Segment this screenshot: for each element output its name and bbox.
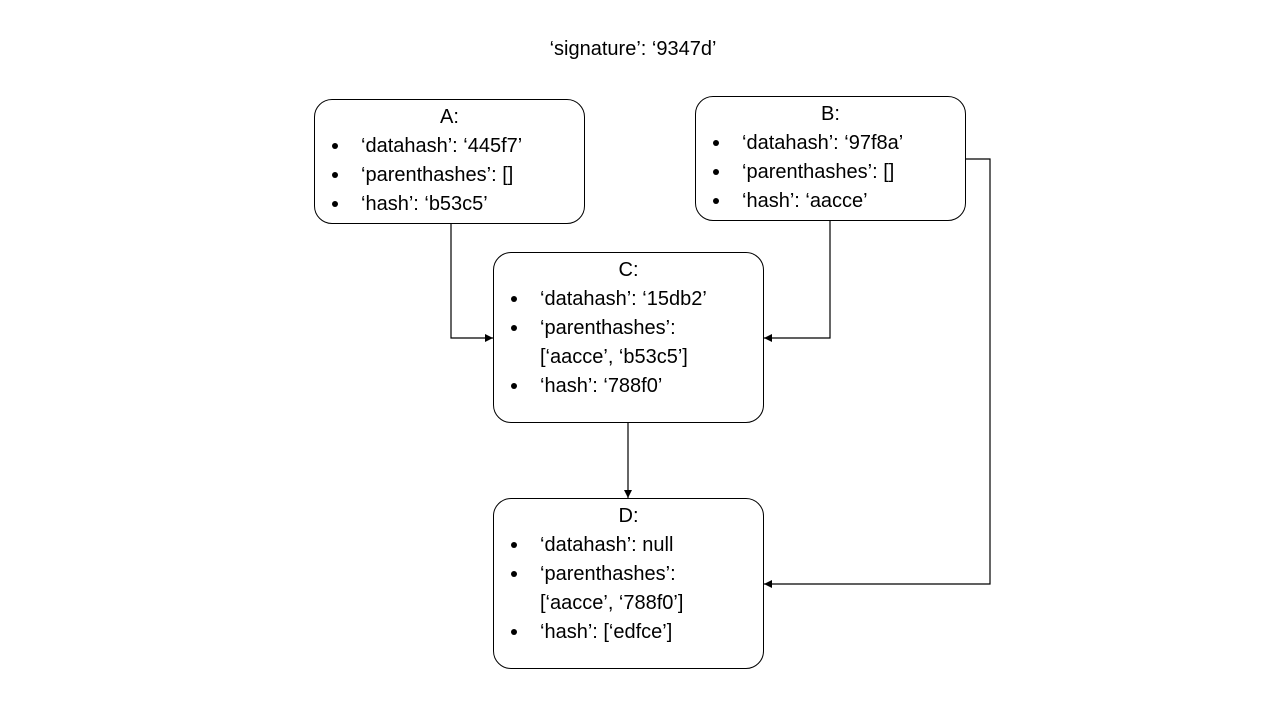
node-c-fields: ‘datahash’: ‘15db2’ ‘parenthashes’: [‘aac… [494, 285, 763, 401]
node-a-title: A: [440, 106, 459, 128]
node-c-title: C: [618, 259, 639, 281]
bullet-icon [332, 172, 338, 178]
node-c-hash-text: ‘hash’: ‘788f0’ [540, 375, 663, 397]
node-a-datahash-text: ‘datahash’: ‘445f7’ [361, 135, 523, 157]
edge-b-to-d [764, 158, 991, 588]
node-a-hash: ‘hash’: ‘b53c5’ [315, 190, 584, 219]
node-b-datahash-text: ‘datahash’: ‘97f8a’ [742, 132, 904, 154]
node-c-datahash: ‘datahash’: ‘15db2’ [494, 285, 763, 314]
node-b-title: B: [821, 103, 840, 125]
node-d-parenthashes-value: [‘aacce’, ‘788f0’] [540, 592, 684, 614]
bullet-icon [713, 140, 719, 146]
bullet-icon [332, 143, 338, 149]
node-d-parenthashes-label: ‘parenthashes’: [540, 563, 676, 585]
node-b-parenthashes-text: ‘parenthashes’: [] [742, 161, 895, 183]
node-d-fields: ‘datahash’: null ‘parenthashes’: [‘aacce’… [494, 531, 763, 647]
node-d-datahash-text: ‘datahash’: null [540, 534, 674, 556]
node-b-hash: ‘hash’: ‘aacce’ [696, 187, 965, 216]
node-d-title: D: [618, 505, 639, 527]
bullet-icon [713, 198, 719, 204]
bullet-icon [332, 201, 338, 207]
node-c-datahash-text: ‘datahash’: ‘15db2’ [540, 288, 707, 310]
node-c-parenthashes-label: ‘parenthashes’: [540, 317, 676, 339]
node-a-parenthashes-text: ‘parenthashes’: [] [361, 164, 514, 186]
node-a-fields: ‘datahash’: ‘445f7’ ‘parenthashes’: [] ‘… [315, 132, 584, 219]
node-a-datahash: ‘datahash’: ‘445f7’ [315, 132, 584, 161]
node-c-hash: ‘hash’: ‘788f0’ [494, 372, 763, 401]
node-c: C: ‘datahash’: ‘15db2’ ‘parenthashes’: [‘… [493, 252, 764, 423]
bullet-icon [511, 629, 517, 635]
node-a-parenthashes: ‘parenthashes’: [] [315, 161, 584, 190]
node-a: A: ‘datahash’: ‘445f7’ ‘parenthashes’: [… [314, 99, 585, 224]
node-b-parenthashes: ‘parenthashes’: [] [696, 158, 965, 187]
edge-b-to-c [764, 221, 831, 342]
bullet-icon [511, 296, 517, 302]
node-b-hash-text: ‘hash’: ‘aacce’ [742, 190, 868, 212]
bullet-icon [511, 571, 517, 577]
signature-label: ‘signature’: ‘9347d’ [549, 38, 717, 60]
bullet-icon [713, 169, 719, 175]
node-d-datahash: ‘datahash’: null [494, 531, 763, 560]
bullet-icon [511, 542, 517, 548]
node-c-parenthashes-value: [‘aacce’, ‘b53c5’] [540, 346, 688, 368]
node-d: D: ‘datahash’: null ‘parenthashes’: [‘aac… [493, 498, 764, 669]
node-a-hash-text: ‘hash’: ‘b53c5’ [361, 193, 488, 215]
node-d-parenthashes: ‘parenthashes’: [‘aacce’, ‘788f0’] [494, 560, 763, 618]
bullet-icon [511, 383, 517, 389]
node-b-fields: ‘datahash’: ‘97f8a’ ‘parenthashes’: [] ‘… [696, 129, 965, 216]
bullet-icon [511, 325, 517, 331]
node-d-hash-text: ‘hash’: [‘edfce’] [540, 621, 673, 643]
node-b: B: ‘datahash’: ‘97f8a’ ‘parenthashes’: [… [695, 96, 966, 221]
edge-a-to-c [450, 224, 493, 342]
node-b-datahash: ‘datahash’: ‘97f8a’ [696, 129, 965, 158]
node-c-parenthashes: ‘parenthashes’: [‘aacce’, ‘b53c5’] [494, 314, 763, 372]
node-d-hash: ‘hash’: [‘edfce’] [494, 618, 763, 647]
